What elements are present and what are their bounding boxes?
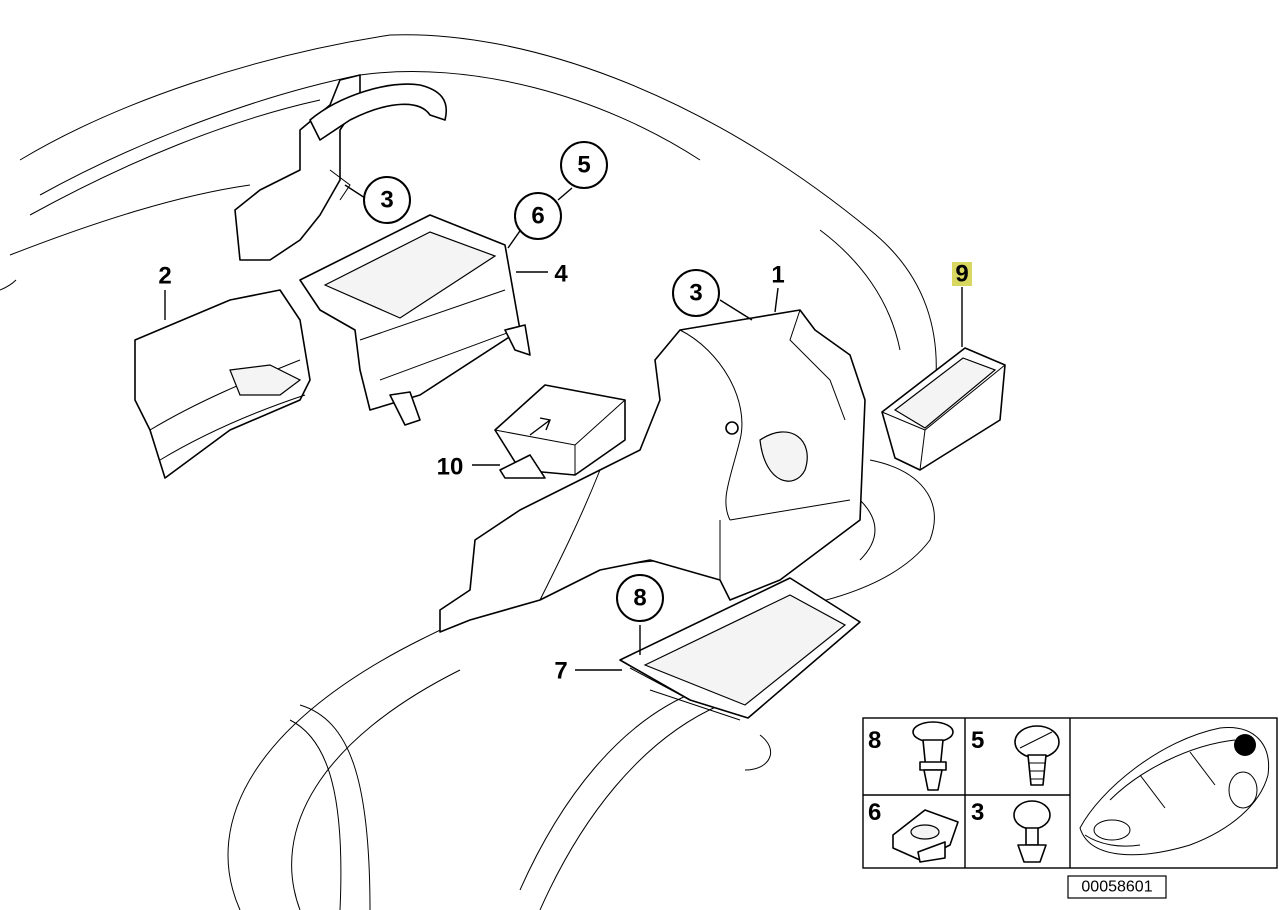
callout-9-label: 9 (955, 261, 968, 288)
callout-7-label: 7 (554, 658, 567, 685)
part-9-storage-box (881, 347, 1006, 471)
clip-6-icon (892, 809, 959, 863)
legend-cell-5-label: 5 (971, 727, 984, 754)
leader-lines (164, 184, 963, 671)
callout-1-label: 1 (771, 262, 784, 289)
car-body-outline (0, 34, 937, 910)
clip-8-icon (912, 721, 954, 791)
car-thumbnail-icon (1079, 727, 1270, 856)
callout-10: 10 (437, 454, 464, 481)
legend-cell-8-label: 8 (868, 727, 881, 754)
callout-6: 6 (514, 192, 562, 240)
location-marker-icon (1234, 734, 1256, 756)
callout-3-upper: 3 (363, 176, 411, 224)
callout-5-label: 5 (577, 152, 590, 179)
part-7-floor-tray (619, 577, 861, 721)
callout-6-label: 6 (531, 203, 544, 230)
reference-number: 00058601 (1067, 875, 1167, 899)
callout-5: 5 (560, 141, 608, 189)
callout-7: 7 (554, 658, 567, 685)
callout-4: 4 (554, 261, 568, 288)
reference-number-label: 00058601 (1081, 879, 1152, 896)
callout-3-lower: 3 (672, 269, 720, 317)
part-1-main-trim (439, 309, 866, 633)
callout-8-label: 8 (633, 585, 646, 612)
callout-4-label: 4 (554, 261, 568, 288)
callout-10-label: 10 (437, 454, 464, 481)
legend-cell-6-label: 6 (868, 799, 881, 826)
clip-5-icon (1014, 725, 1060, 786)
callout-8: 8 (616, 574, 664, 622)
callout-2: 2 (158, 263, 171, 290)
fastener-legend: 8 5 6 3 (862, 717, 1278, 869)
callout-1: 1 (771, 262, 784, 289)
clip-3-icon (1013, 800, 1051, 863)
part-10-vent (494, 384, 626, 479)
callout-9: 9 (952, 261, 972, 288)
callout-3-lower-label: 3 (689, 280, 702, 307)
part-2-left-trim (134, 289, 311, 479)
callout-3-upper-label: 3 (380, 187, 393, 214)
part-3-upper-duct (234, 74, 447, 261)
part-4-box-trim (299, 214, 531, 426)
callout-9-highlight (952, 262, 972, 286)
legend-cell-3-label: 3 (971, 799, 984, 826)
callout-2-label: 2 (158, 263, 171, 290)
